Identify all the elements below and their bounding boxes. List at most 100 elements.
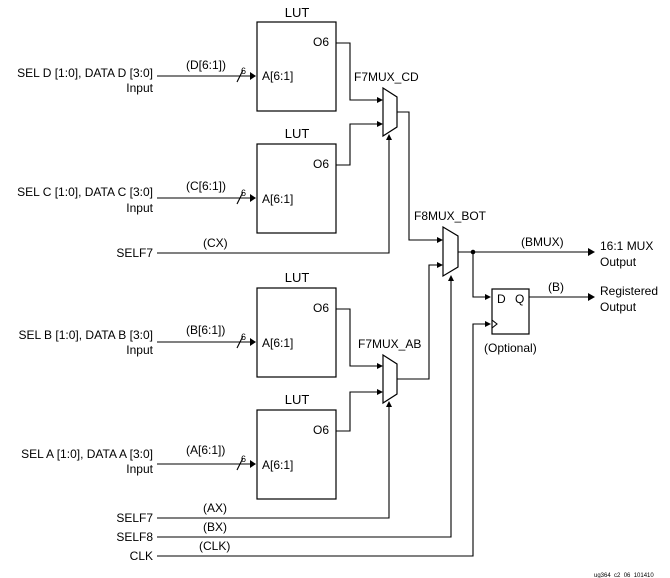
ff-q-pin: Q (515, 292, 524, 306)
wire-lut-a-to-f7ab (336, 391, 379, 432)
select-self7-ax: SELF7 (AX) (116, 501, 227, 525)
wire-clk (157, 323, 486, 557)
f8mux-bot-label: F8MUX_BOT (414, 209, 487, 223)
bmux-net: (BMUX) (521, 235, 564, 249)
lut-a: LUT O6 A[6:1] (256, 392, 337, 500)
wire-lut-c-to-f7cd (336, 123, 379, 166)
arrow-cx-select (386, 134, 392, 140)
arrow-f7cd-to-f8 (437, 237, 443, 243)
wire-ax-select (157, 405, 390, 519)
lut-d-box (256, 21, 337, 112)
input-d-width: 6 (241, 66, 246, 76)
lut-b-o6: O6 (313, 301, 329, 315)
input-b-bus: (B[6:1]) (186, 323, 225, 337)
input-a: SEL A [1:0], DATA A [3:0] Input (A[6:1])… (21, 443, 256, 476)
input-a-width: 6 (241, 454, 246, 464)
input-a-bus-slash (236, 457, 244, 471)
input-c-label: SEL C [1:0], DATA C [3:0] (17, 185, 153, 199)
lut-b: LUT O6 A[6:1] (256, 270, 337, 378)
flip-flop: D Q (Optional) (B) Registered Output (157, 252, 658, 557)
input-d: SEL D [1:0], DATA D [3:0] Input (D[6:1])… (17, 58, 256, 95)
input-c: SEL C [1:0], DATA C [3:0] Input (C[6:1])… (17, 179, 256, 215)
f8mux-bot-shape (442, 225, 459, 278)
arrow-ax-select (386, 401, 392, 407)
input-b-label: SEL B [1:0], DATA B [3:0] (18, 328, 153, 342)
input-d-label: SEL D [1:0], DATA D [3:0] (17, 66, 153, 80)
f7mux-cd-label: F7MUX_CD (354, 70, 419, 84)
wire-lut-b-to-f7ab (336, 308, 379, 367)
lut-a-title: LUT (285, 392, 310, 407)
input-b-arrow (250, 338, 256, 346)
input-b-bus-slash (236, 335, 244, 349)
wire-bmux-to-ff (472, 252, 486, 298)
flip-flop-box (491, 288, 530, 335)
wire-cx-select (157, 138, 390, 254)
input-b-width: 6 (241, 332, 246, 342)
input-d-arrow (250, 72, 256, 80)
input-d-bus: (D[6:1]) (186, 58, 226, 72)
input-a-label: SEL A [1:0], DATA A [3:0] (21, 447, 153, 461)
input-c-bus-slash (236, 191, 244, 205)
lut-a-a-pin: A[6:1] (262, 458, 293, 472)
select-clk: CLK (CLK) (130, 539, 231, 563)
reg-output-label-2: Output (600, 300, 637, 314)
wire-lut-d-to-f7cd (336, 42, 379, 101)
lut-c-o6: O6 (313, 157, 329, 171)
mux-output-label-2: Output (600, 255, 637, 269)
b-net: (B) (548, 280, 564, 294)
ax-net: (AX) (203, 501, 227, 515)
lut-d: LUT O6 A[6:1] (256, 5, 337, 112)
self7-cx-label: SELF7 (116, 246, 153, 260)
arrow-bmux-to-ff (485, 294, 491, 300)
arrow-bmux-out (588, 248, 595, 256)
f8mux-bot: F8MUX_BOT (157, 111, 487, 538)
input-c-bus: (C[6:1]) (186, 179, 226, 193)
lut-b-title: LUT (285, 270, 310, 285)
arrow-lut-d-to-f7cd (377, 97, 383, 103)
input-d-bus-slash (236, 69, 244, 83)
ff-d-pin: D (497, 292, 506, 306)
lut-b-a-pin: A[6:1] (262, 336, 293, 350)
lut-c-title: LUT (285, 126, 310, 141)
input-c-width: 6 (241, 188, 246, 198)
arrow-lut-c-to-f7cd (377, 121, 383, 127)
input-a-arrow (250, 460, 256, 468)
input-b-label-2: Input (126, 343, 153, 357)
arrow-f7ab-to-f8 (437, 262, 443, 268)
lut-c-a-pin: A[6:1] (262, 192, 293, 206)
self8-label: SELF8 (116, 530, 153, 544)
lut-a-o6: O6 (313, 423, 329, 437)
f7mux-cd: F7MUX_CD (157, 42, 419, 254)
self7-ax-label: SELF7 (116, 511, 153, 525)
f7mux-cd-shape (382, 86, 398, 138)
wire-f7ab-to-f8 (397, 264, 439, 380)
reg-output-label: Registered (600, 284, 658, 298)
select-self7-cx: SELF7 (CX) (116, 236, 227, 260)
wire-f7cd-to-f8 (397, 111, 439, 241)
lut-b-box (256, 287, 337, 378)
input-c-label-2: Input (126, 201, 153, 215)
clk-net: (CLK) (199, 539, 230, 553)
input-a-label-2: Input (126, 462, 153, 476)
ff-clock-marker (491, 319, 498, 329)
lut-d-o6: O6 (313, 35, 329, 49)
input-d-label-2: Input (126, 81, 153, 95)
arrow-lut-a-to-f7ab (377, 389, 383, 395)
lut-d-a-pin: A[6:1] (262, 69, 293, 83)
input-a-bus: (A[6:1]) (186, 443, 225, 457)
input-b: SEL B [1:0], DATA B [3:0] Input (B[6:1])… (18, 323, 256, 357)
arrow-lut-b-to-f7ab (377, 363, 383, 369)
arrow-ff-q-out (588, 293, 595, 301)
arrow-clk (485, 321, 491, 327)
lut-c-box (256, 143, 337, 234)
ff-optional-note: (Optional) (484, 341, 537, 355)
f7mux-ab: F7MUX_AB (157, 308, 421, 519)
bx-net: (BX) (203, 520, 227, 534)
lut-d-title: LUT (285, 5, 310, 20)
select-self8: SELF8 (BX) (116, 520, 227, 544)
arrow-bx-select (448, 275, 454, 281)
lut-a-box (256, 409, 337, 500)
wire-bx-select (157, 279, 452, 538)
f7mux-ab-shape (382, 353, 398, 405)
